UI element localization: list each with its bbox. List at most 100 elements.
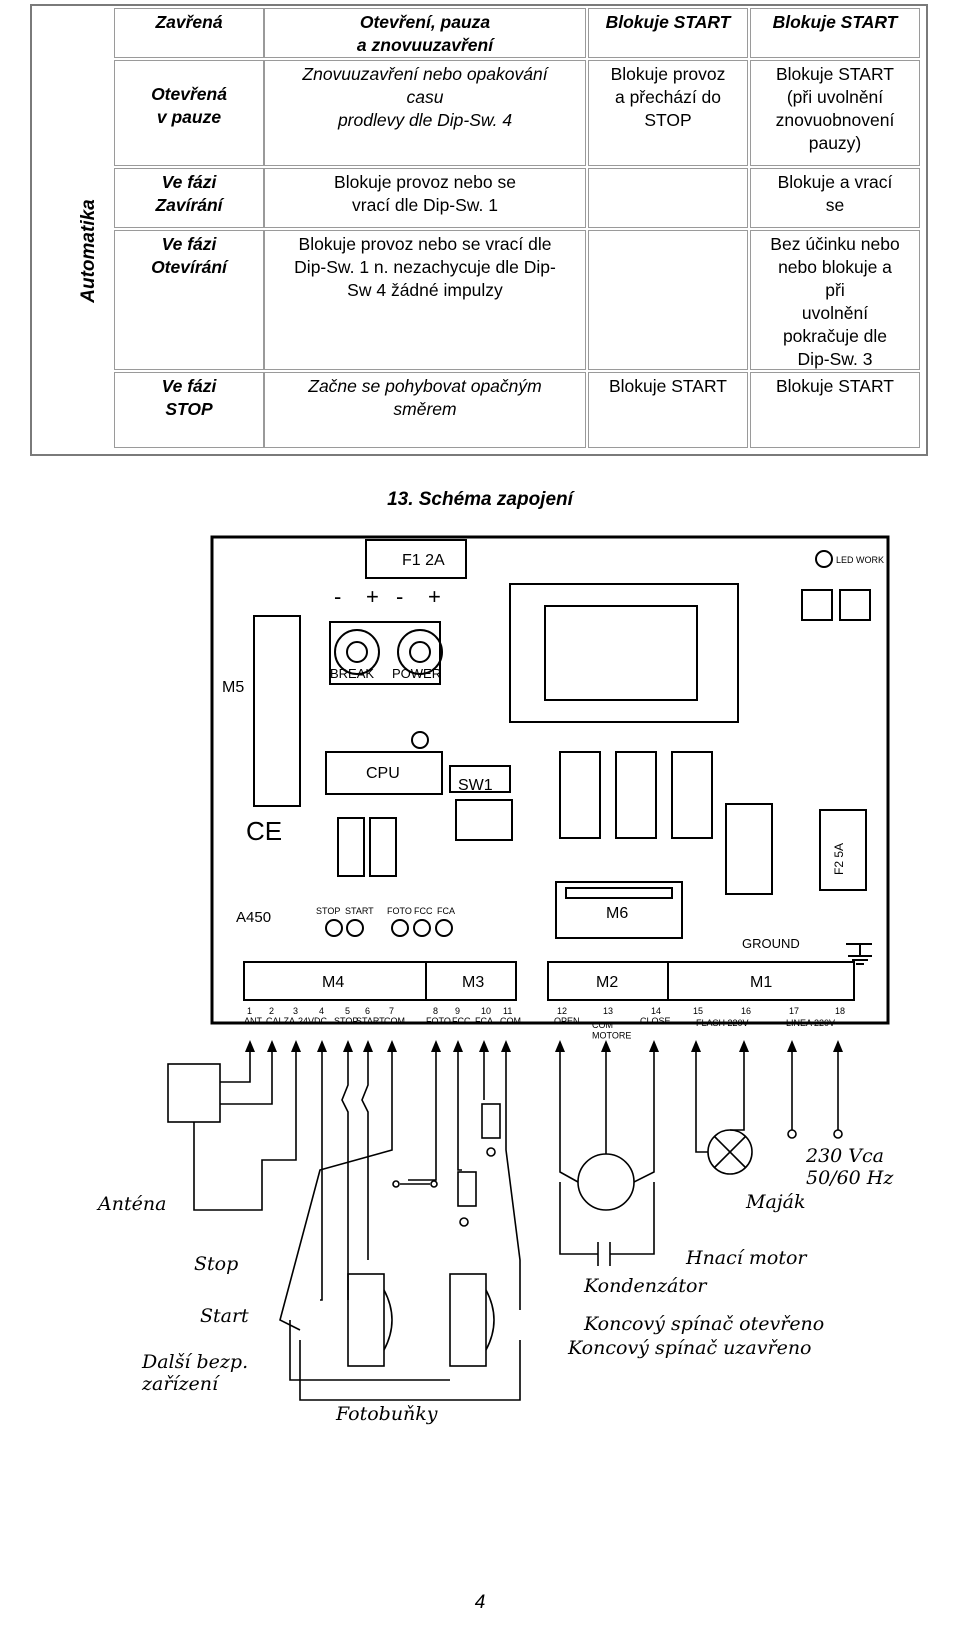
row1-col1: Otevření, pauza a znovuuzavření: [264, 8, 586, 58]
fcc-led-icon: [413, 919, 431, 937]
row4-col3: Bez účinku nebo nebo blokuje a při uvoln…: [750, 230, 920, 370]
terminal-number: 10: [481, 1006, 491, 1016]
row4-col1: Blokuje provoz nebo se vrací dle Dip-Sw.…: [264, 230, 586, 370]
photocell-1: [347, 1273, 385, 1367]
row2-col3: Blokuje START (při uvolnění znovuobnoven…: [750, 60, 920, 166]
led-label-stop: STOP: [316, 906, 340, 916]
pot-sign-3: -: [396, 584, 403, 609]
stop-led-icon: [325, 919, 343, 937]
term-label-com-2: COM: [500, 1016, 521, 1026]
terminal-arrow-icon: [317, 1040, 327, 1052]
terminal-arrow-icon: [363, 1040, 373, 1052]
terminal-number: 15: [693, 1006, 703, 1016]
row2-col2: Blokuje provoz a přechází do STOP: [588, 60, 748, 166]
term-label-ant-calza: ANT. CALZA: [244, 1016, 295, 1026]
term-label-fcc: FCC: [452, 1016, 471, 1026]
supply-terminal-2: [833, 1129, 843, 1139]
row5-state: Ve fázi STOP: [114, 372, 264, 448]
m4-label: M4: [322, 974, 344, 991]
small-led-icon: [411, 731, 429, 749]
m6-label: M6: [606, 905, 628, 922]
dip-switch-right: [369, 817, 397, 877]
transformer-outer: [509, 583, 739, 723]
term-label-com: COM: [384, 1016, 405, 1026]
row1-state: Zavřená: [114, 8, 264, 58]
photocell-2: [449, 1273, 487, 1367]
terminal-arrow-icon: [479, 1040, 489, 1052]
terminal-number: 2: [269, 1006, 274, 1016]
pot-sign-1: -: [334, 584, 341, 609]
terminal-arrow-icon: [245, 1040, 255, 1052]
supply-terminal-1: [787, 1129, 797, 1139]
row3-col3: Blokuje a vrací se: [750, 168, 920, 228]
terminal-number: 1: [247, 1006, 252, 1016]
varistor: [725, 803, 773, 895]
pot-sign-2: +: [366, 584, 379, 609]
terminal-arrow-icon: [343, 1040, 353, 1052]
terminal-arrow-icon: [387, 1040, 397, 1052]
break-label: BREAK: [330, 666, 374, 681]
row1-col3: Blokuje START: [750, 8, 920, 58]
terminal-arrow-icon: [431, 1040, 441, 1052]
relay-small-1: [801, 589, 833, 621]
row5-col1: Začne se pohybovat opačným směrem: [264, 372, 586, 448]
label-capacitor: Kondenzátor: [583, 1275, 708, 1297]
terminal-number: 8: [433, 1006, 438, 1016]
row3-state: Ve fázi Zavírání: [114, 168, 264, 228]
row3-col1: Blokuje provoz nebo se vrací dle Dip-Sw.…: [264, 168, 586, 228]
terminal-arrow-icon: [501, 1040, 511, 1052]
break-pot-icon: [334, 629, 380, 675]
terminal-number: 7: [389, 1006, 394, 1016]
m5-block: [253, 615, 301, 807]
label-stop: Stop: [194, 1253, 238, 1275]
terminal-arrow-icon: [453, 1040, 463, 1052]
terminal-arrow-icon: [267, 1040, 277, 1052]
limit-switch-open: [481, 1103, 501, 1139]
terminal-arrow-icon: [601, 1040, 611, 1052]
row4-state: Ve fázi Otevírání: [114, 230, 264, 370]
control-board-outline: [210, 535, 890, 1025]
led-label-fcc: FCC: [414, 906, 433, 916]
fuse2-box: [819, 809, 867, 891]
terminal-number: 17: [789, 1006, 799, 1016]
label-motor: Hnací motor: [685, 1247, 808, 1269]
terminal-arrow-icon: [691, 1040, 701, 1052]
fuse1-box: [365, 539, 467, 579]
pot-sign-4: +: [428, 584, 441, 609]
power-pot-icon: [397, 629, 443, 675]
led-label-start: START: [345, 906, 374, 916]
term-label-foto: FOTO: [426, 1016, 451, 1026]
cpu-label: CPU: [366, 765, 400, 782]
foto-led-icon: [391, 919, 409, 937]
section-heading: 13. Schéma zapojení: [387, 489, 573, 510]
relay-1: [559, 751, 601, 839]
terminal-arrow-icon: [739, 1040, 749, 1052]
dip-switch-left: [337, 817, 365, 877]
relay-small-2: [839, 589, 871, 621]
label-limit-open: Koncový spínač otevřeno: [583, 1313, 824, 1335]
row5-col2: Blokuje START: [588, 372, 748, 448]
row3-col2: [588, 168, 748, 228]
terminal-arrow-icon: [555, 1040, 565, 1052]
terminal-number: 3: [293, 1006, 298, 1016]
relay-3: [671, 751, 713, 839]
row5-col3: Blokuje START: [750, 372, 920, 448]
terminal-number: 6: [365, 1006, 370, 1016]
term-label-start: START: [356, 1016, 385, 1026]
led-label-foto: FOTO: [387, 906, 412, 916]
m3-label: M3: [462, 974, 484, 991]
label-start: Start: [200, 1305, 249, 1327]
label-beacon: Maják: [745, 1191, 806, 1213]
terminal-arrow-icon: [833, 1040, 843, 1052]
term-label-close: CLOSE: [640, 1016, 671, 1026]
row2-state: Otevřená v pauze: [114, 60, 264, 166]
cpu-chip: [325, 751, 443, 795]
terminal-number: 14: [651, 1006, 661, 1016]
terminal-number: 16: [741, 1006, 751, 1016]
page-number: 4: [474, 1592, 486, 1613]
m2-label: M2: [596, 974, 618, 991]
row1-col2: Blokuje START: [588, 8, 748, 58]
